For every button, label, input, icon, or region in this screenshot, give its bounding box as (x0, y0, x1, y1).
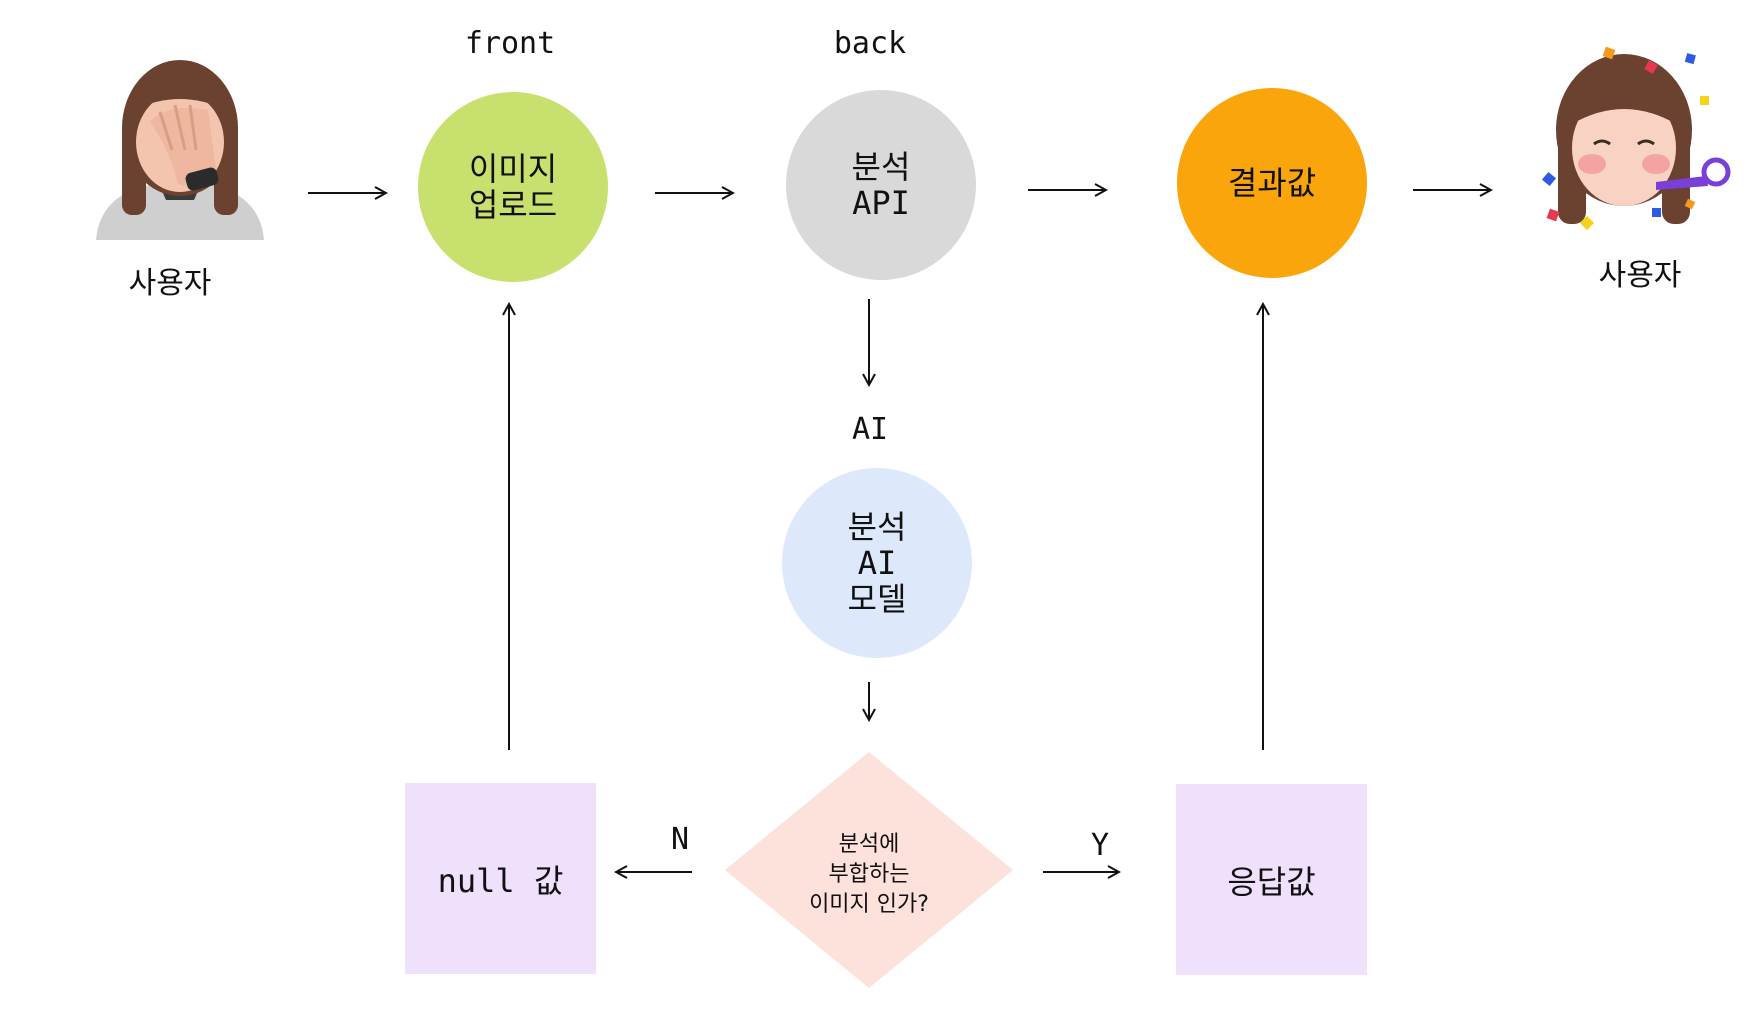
result-node: 결과값 (1177, 88, 1367, 278)
null-value-box: null 값 (405, 783, 596, 974)
user-right-label: 사용자 (1598, 258, 1682, 293)
upload-line-2: 업로드 (468, 186, 558, 224)
model-line-1: 분석 (847, 508, 907, 546)
analysis-api-node: 분석 API (786, 90, 976, 280)
no-label: N (670, 822, 690, 857)
ai-label: AI (851, 412, 889, 447)
response-value-label: 응답값 (1227, 862, 1316, 901)
yes-label: Y (1090, 828, 1110, 863)
analysis-ai-model-node: 분석 AI 모델 (782, 468, 972, 658)
api-line-1: 분석 (851, 148, 911, 186)
upload-line-1: 이미지 (468, 150, 558, 188)
decision-line-1: 분석에 (838, 832, 900, 857)
front-label: front (464, 26, 556, 61)
decision-diamond (725, 752, 1013, 988)
decision-text: 분석에 부합하는 이미지 인가? (769, 830, 969, 920)
celebrating-avatar-icon (1541, 46, 1731, 231)
decision-line-3: 이미지 인가? (809, 892, 929, 917)
api-line-2: API (852, 184, 910, 222)
user-left-label: 사용자 (128, 266, 212, 301)
model-line-3: 모델 (847, 580, 907, 618)
decision-line-2: 부합하는 (828, 862, 910, 887)
image-upload-node: 이미지 업로드 (418, 92, 608, 282)
back-label: back (833, 26, 907, 61)
null-value-label: null 값 (437, 861, 564, 900)
result-label: 결과값 (1227, 164, 1317, 202)
facepalm-avatar-icon (96, 60, 264, 240)
response-value-box: 응답값 (1176, 784, 1367, 975)
model-line-2: AI (857, 544, 897, 582)
